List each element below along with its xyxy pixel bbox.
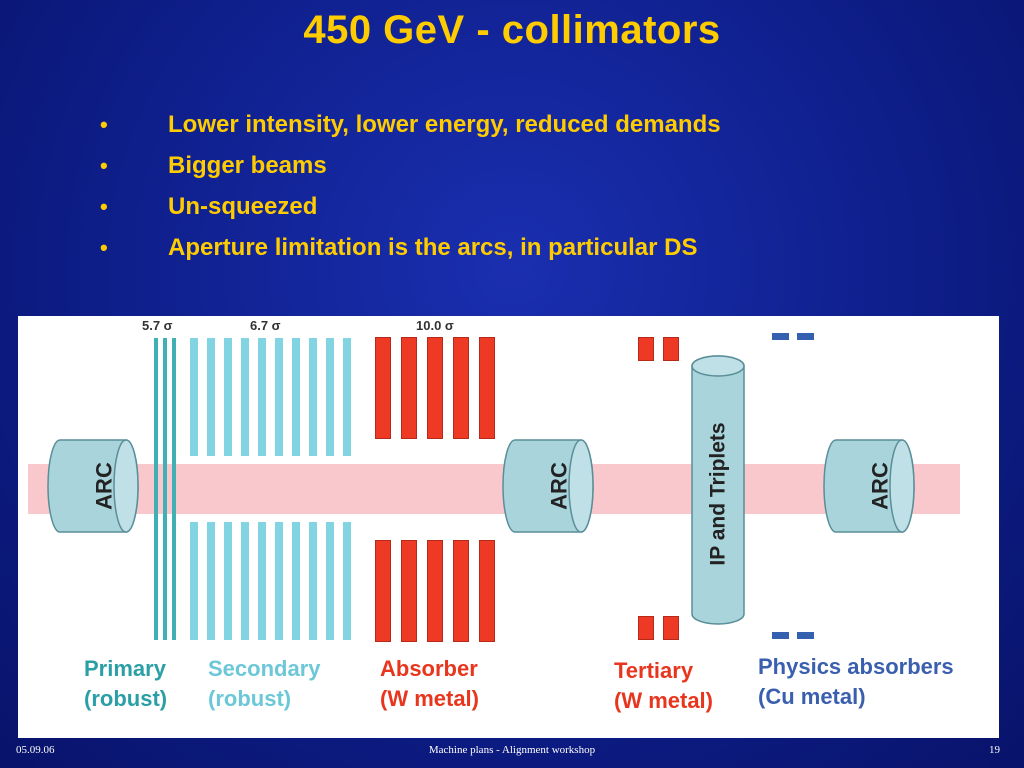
arc-magnet-middle: ARC (502, 439, 594, 533)
secondary-collimator (241, 522, 249, 640)
arc-label: ARC (868, 462, 893, 510)
secondary-collimator (207, 522, 215, 640)
label-secondary: Secondary (robust) (208, 654, 321, 714)
absorber-block (401, 337, 417, 439)
physics-absorber (797, 333, 814, 340)
label-physics-absorbers: Physics absorbers (Cu metal) (758, 652, 954, 712)
absorber-block (375, 540, 391, 642)
secondary-collimator (224, 338, 232, 456)
label-line: Physics absorbers (758, 654, 954, 679)
bullet-text: Un-squeezed (168, 193, 318, 220)
bullet-glyph: • (100, 112, 108, 137)
absorber-block (427, 540, 443, 642)
label-line: (W metal) (380, 686, 479, 711)
bullet-glyph: • (100, 235, 108, 260)
label-absorber: Absorber (W metal) (380, 654, 479, 714)
bullet-list: • Lower intensity, lower energy, reduced … (100, 104, 721, 268)
bullet-text: Bigger beams (168, 152, 327, 179)
label-primary: Primary (robust) (84, 654, 167, 714)
secondary-collimator (190, 338, 198, 456)
secondary-collimator (258, 338, 266, 456)
footer-page-number: 19 (989, 744, 1000, 756)
primary-collimator (172, 338, 176, 640)
bullet-text: Lower intensity, lower energy, reduced d… (168, 111, 721, 138)
physics-absorber (772, 632, 789, 639)
bullet-glyph: • (100, 194, 108, 219)
secondary-collimator (326, 338, 334, 456)
sigma-label-secondary: 6.7 σ (250, 318, 281, 333)
absorber-block (453, 540, 469, 642)
arc-magnet-right: ARC (823, 439, 915, 533)
absorber-block (453, 337, 469, 439)
tertiary-block (663, 337, 679, 361)
absorber-block (427, 337, 443, 439)
secondary-collimator (258, 522, 266, 640)
bullet-glyph: • (100, 153, 108, 178)
tertiary-block (663, 616, 679, 640)
label-line: Tertiary (614, 658, 694, 683)
footer-title: Machine plans - Alignment workshop (428, 744, 596, 756)
label-line: (robust) (208, 686, 292, 711)
physics-absorber (772, 333, 789, 340)
label-line: (robust) (84, 686, 168, 711)
tertiary-block (638, 337, 654, 361)
bullet-item: • Un-squeezed (100, 186, 721, 227)
secondary-collimator (309, 522, 317, 640)
secondary-collimator (309, 338, 317, 456)
secondary-collimator (292, 338, 300, 456)
secondary-collimator (275, 338, 283, 456)
footer-date: 05.09.06 (16, 744, 55, 756)
label-line: Primary (84, 656, 166, 681)
secondary-collimator (275, 522, 283, 640)
slide-title: 450 GeV - collimators (303, 8, 721, 52)
label-line: Absorber (380, 656, 478, 681)
tertiary-block (638, 616, 654, 640)
secondary-collimator (224, 522, 232, 640)
ip-label: IP and Triplets (707, 422, 730, 565)
bullet-item: • Aperture limitation is the arcs, in par… (100, 227, 721, 268)
label-line: (W metal) (614, 688, 713, 713)
secondary-collimator (292, 522, 300, 640)
arc-label: ARC (547, 462, 572, 510)
bullet-text: Aperture limitation is the arcs, in part… (168, 234, 698, 261)
secondary-collimator (326, 522, 334, 640)
absorber-block (375, 337, 391, 439)
label-line: (Cu metal) (758, 684, 866, 709)
label-tertiary: Tertiary (W metal) (614, 656, 713, 716)
absorber-block (479, 337, 495, 439)
physics-absorber (797, 632, 814, 639)
arc-magnet-left: ARC (47, 439, 139, 533)
bullet-item: • Lower intensity, lower energy, reduced … (100, 104, 721, 145)
secondary-collimator (343, 338, 351, 456)
secondary-collimator (241, 338, 249, 456)
ip-triplets: IP and Triplets (691, 355, 745, 625)
secondary-collimator (207, 338, 215, 456)
label-line: Secondary (208, 656, 321, 681)
arc-label: ARC (92, 462, 117, 510)
sigma-label-primary: 5.7 σ (142, 318, 173, 333)
secondary-collimator (343, 522, 351, 640)
secondary-collimator (190, 522, 198, 640)
primary-collimator (154, 338, 158, 640)
beam-band (28, 464, 960, 514)
absorber-block (479, 540, 495, 642)
absorber-block (401, 540, 417, 642)
bullet-item: • Bigger beams (100, 145, 721, 186)
sigma-label-absorber: 10.0 σ (416, 318, 454, 333)
primary-collimator (163, 338, 167, 640)
collimation-diagram: 5.7 σ 6.7 σ 10.0 σ ARC (18, 316, 999, 738)
